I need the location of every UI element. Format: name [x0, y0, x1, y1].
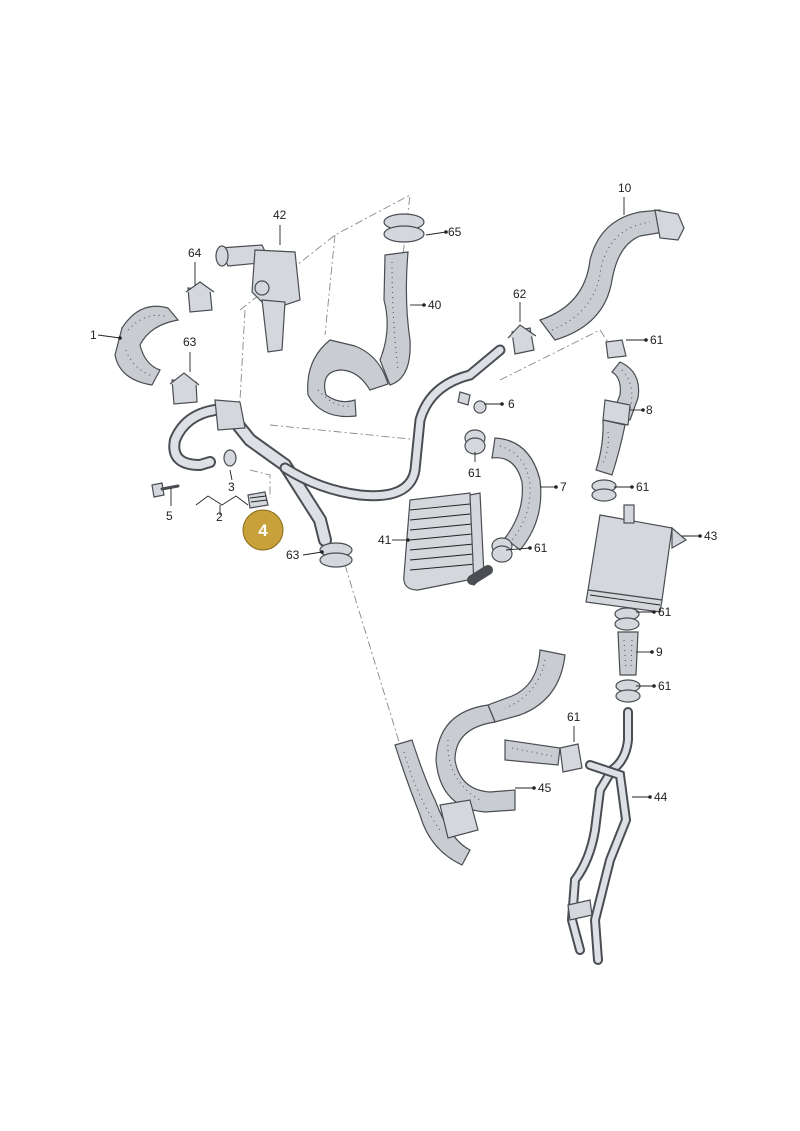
leader-arrowheads [118, 230, 702, 799]
callout-1: 1 [90, 328, 97, 342]
hose-45 [394, 649, 566, 866]
nut-6 [457, 391, 487, 414]
clamp-61-f [615, 679, 641, 703]
callout-61-f: 61 [658, 679, 672, 693]
clamp-61-c [605, 339, 627, 359]
callout-42: 42 [273, 208, 287, 222]
callout-61-g: 61 [567, 710, 581, 724]
clamp-64 [185, 281, 215, 313]
bolt-5 [151, 482, 180, 498]
callout-5: 5 [166, 509, 173, 523]
clamp-62 [507, 324, 537, 355]
callout-10: 10 [618, 181, 632, 195]
clamp-61-g [559, 743, 583, 773]
highlight-badge-4[interactable]: 4 [242, 509, 284, 551]
clamp-63-lower [319, 542, 353, 568]
callout-63-b: 63 [286, 548, 300, 562]
callout-7: 7 [560, 480, 567, 494]
oil-cooler-41 [403, 492, 493, 591]
hose-9 [617, 631, 639, 676]
clamp-61-a [464, 429, 486, 455]
clamp-63-upper [169, 372, 200, 405]
highlight-badge-label: 4 [258, 521, 268, 540]
callout-41: 41 [378, 533, 392, 547]
hose-7 [491, 437, 542, 551]
callout-40: 40 [428, 298, 442, 312]
metal-pipe-44 [566, 707, 633, 965]
callout-6: 6 [508, 397, 515, 411]
callout-63-a: 63 [183, 335, 197, 349]
callout-61-e: 61 [658, 605, 672, 619]
callout-2: 2 [216, 510, 223, 524]
callout-3: 3 [228, 480, 235, 494]
callout-64: 64 [188, 246, 202, 260]
hose-8 [595, 361, 640, 476]
hose-1 [114, 305, 180, 386]
hose-10 [539, 209, 685, 341]
callout-43: 43 [704, 529, 718, 543]
callout-65: 65 [448, 225, 462, 239]
spring-clip-4 [247, 491, 269, 509]
clamp-61-e [614, 607, 640, 631]
clamp-61-d [591, 479, 617, 502]
coolant-pipe-2 [168, 344, 506, 547]
seal-ring-3 [223, 449, 237, 467]
callout-61-b: 61 [468, 466, 482, 480]
callout-44: 44 [654, 790, 668, 804]
callout-45: 45 [538, 781, 552, 795]
highlight-badge-circle [242, 509, 284, 551]
callout-9: 9 [656, 645, 663, 659]
thermostat-housing-42 [215, 244, 301, 353]
heat-exchanger-43 [585, 504, 688, 613]
callout-61-c: 61 [636, 480, 650, 494]
callout-8: 8 [646, 403, 653, 417]
callout-labels: 1 2 3 5 6 7 8 9 10 40 41 42 43 44 45 61 … [90, 181, 718, 804]
callout-61-d: 61 [534, 541, 548, 555]
callout-62: 62 [513, 287, 527, 301]
clamp-65 [383, 213, 425, 243]
leader-lines [97, 197, 700, 798]
hose-40 [307, 251, 411, 418]
callout-61-a: 61 [650, 333, 664, 347]
